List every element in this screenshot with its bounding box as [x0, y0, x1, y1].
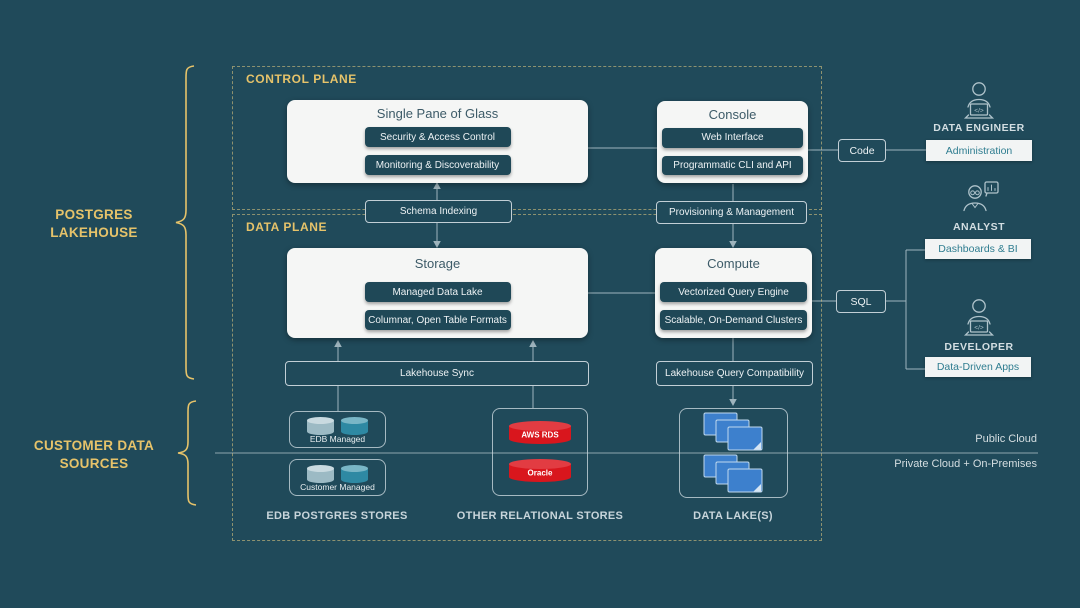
customer-managed-store: Customer Managed	[289, 459, 386, 496]
single-pane-title: Single Pane of Glass	[376, 106, 499, 121]
edb-managed-label: EDB Managed	[309, 433, 366, 444]
data-lake-store	[679, 408, 788, 498]
oracle-label: Oracle	[528, 468, 553, 477]
sql-interface-box: SQL	[836, 290, 886, 313]
schema-indexing-box: Schema Indexing	[365, 200, 512, 223]
customer-sources-brace	[177, 400, 197, 506]
lakehouse-query-compatibility-box: Lakehouse Query Compatibility	[656, 361, 813, 386]
storage-panel: Storage Managed Data Lake Columnar, Open…	[287, 248, 588, 338]
edb-postgres-stores-label: EDB POSTGRES STORES	[266, 510, 408, 522]
other-relational-stores-label: OTHER RELATIONAL STORES	[456, 510, 624, 522]
managed-data-lake-chip: Managed Data Lake	[364, 282, 511, 302]
data-plane-region: DATA PLANE	[232, 214, 822, 541]
console-title: Console	[708, 107, 757, 122]
braces	[175, 65, 197, 506]
database-cylinder-icon: Oracle	[509, 458, 571, 482]
provisioning-management-box: Provisioning & Management	[656, 201, 807, 224]
database-cylinder-icon	[306, 416, 368, 435]
analyst-label: ANALYST	[952, 221, 1006, 233]
lakehouse-brace	[175, 65, 195, 380]
arrowheads	[334, 182, 737, 406]
console-panel: Console Web Interface Programmatic CLI a…	[657, 101, 808, 183]
other-relational-store: AWS RDS Oracle	[492, 408, 588, 496]
web-interface-chip: Web Interface	[662, 128, 803, 148]
security-access-chip: Security & Access Control	[364, 127, 511, 147]
dashboards-bi-box: Dashboards & BI	[925, 239, 1031, 259]
postgres-lakehouse-label: POSTGRES LAKEHOUSE	[50, 207, 138, 240]
edb-managed-store: EDB Managed	[289, 411, 386, 448]
data-engineer-label: DATA ENGINEER	[933, 122, 1025, 134]
administration-box: Administration	[926, 140, 1032, 161]
svg-text:</>: </>	[974, 325, 984, 332]
code-interface-box: Code	[838, 139, 886, 162]
on-demand-clusters-chip: Scalable, On-Demand Clusters	[660, 310, 807, 330]
customer-data-sources-label: CUSTOMER DATA SOURCES	[33, 438, 155, 471]
file-stack-icon	[703, 454, 762, 493]
control-plane-region: CONTROL PLANE	[232, 66, 822, 210]
database-cylinder-icon: AWS RDS	[509, 421, 571, 445]
svg-text:</>: </>	[974, 108, 984, 115]
vectorized-engine-chip: Vectorized Query Engine	[660, 282, 807, 302]
compute-title: Compute	[707, 256, 760, 271]
public-cloud-label: Public Cloud	[975, 433, 1037, 445]
control-plane-label: CONTROL PLANE	[246, 72, 357, 86]
lakehouse-sync-box: Lakehouse Sync	[285, 361, 589, 386]
programmatic-cli-chip: Programmatic CLI and API	[662, 155, 803, 175]
columnar-formats-chip: Columnar, Open Table Formats	[364, 310, 511, 330]
data-driven-apps-box: Data-Driven Apps	[925, 357, 1031, 377]
single-pane-of-glass-panel: Single Pane of Glass Security & Access C…	[287, 100, 588, 183]
database-cylinder-icon	[306, 464, 368, 483]
developer-label: DEVELOPER	[944, 341, 1014, 353]
compute-panel: Compute Vectorized Query Engine Scalable…	[655, 248, 812, 338]
monitoring-discoverability-chip: Monitoring & Discoverability	[364, 155, 511, 175]
analyst-chart-icon	[963, 181, 999, 212]
file-stack-icon	[703, 412, 762, 451]
data-lakes-label: DATA LAKE(S)	[693, 510, 773, 522]
private-cloud-label: Private Cloud + On-Premises	[894, 458, 1037, 470]
customer-managed-label: Customer Managed	[300, 481, 375, 492]
aws-rds-label: AWS RDS	[521, 431, 559, 440]
engineer-laptop-icon: </>	[963, 82, 995, 119]
data-plane-label: DATA PLANE	[246, 220, 328, 234]
storage-title: Storage	[414, 256, 461, 271]
developer-laptop-icon: </>	[963, 299, 995, 336]
